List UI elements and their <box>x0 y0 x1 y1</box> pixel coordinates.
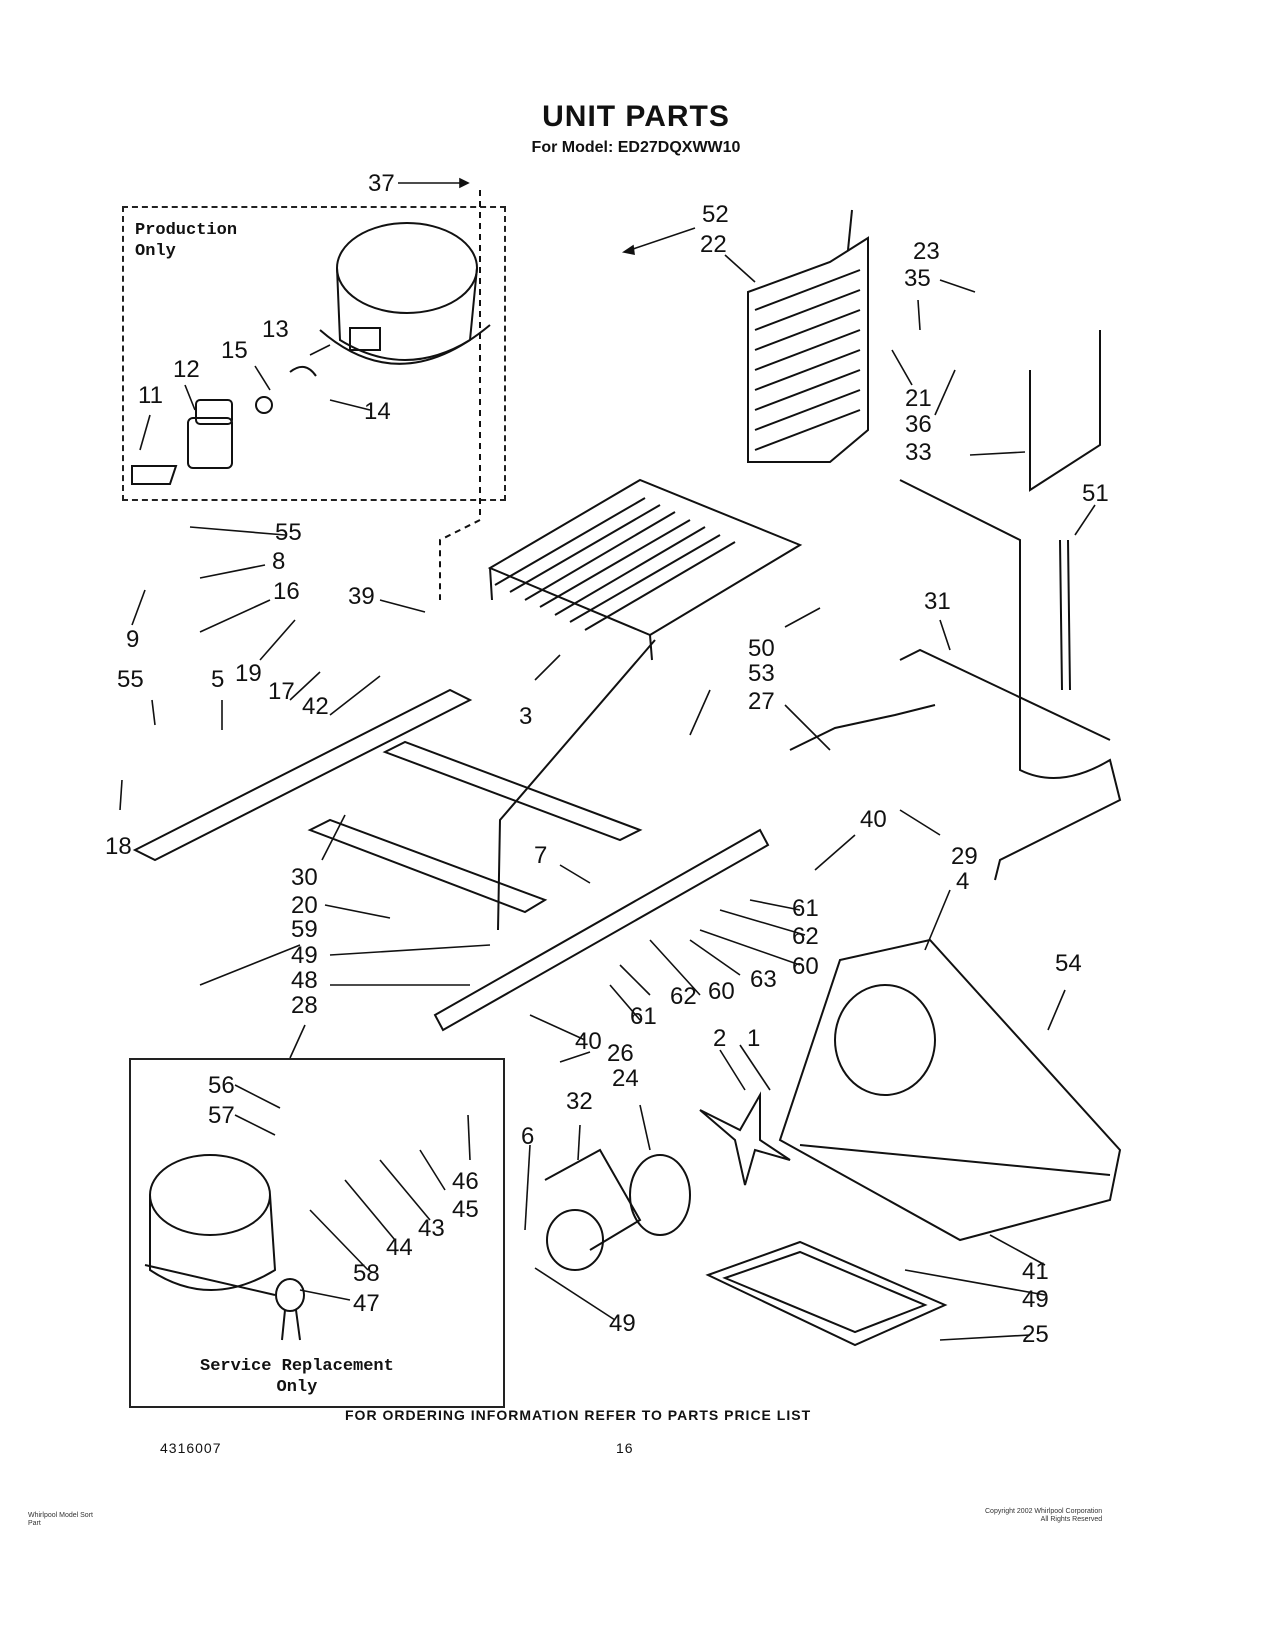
page-title: UNIT PARTS <box>542 100 730 133</box>
callout-13: 13 <box>262 316 289 343</box>
condenser-coil <box>747 209 869 463</box>
callout-45: 45 <box>452 1196 479 1223</box>
callout-55-bottom: 55 <box>117 666 144 693</box>
callout-3: 3 <box>519 703 533 730</box>
callout-29: 29 <box>951 843 978 870</box>
model-subtitle: For Model: ED27DQXWW10 <box>531 139 741 156</box>
callout-1: 1 <box>747 1025 761 1052</box>
callout-37: 37 <box>368 170 395 197</box>
compressor-service <box>144 1154 305 1341</box>
callout-55-top: 55 <box>275 519 302 546</box>
fan-assembly <box>544 1091 791 1271</box>
callout-11: 11 <box>138 382 163 409</box>
drain-tray <box>705 1240 948 1347</box>
callout-60-left: 60 <box>708 978 735 1005</box>
callout-39: 39 <box>348 583 375 610</box>
callout-27: 27 <box>748 688 775 715</box>
callout-7: 7 <box>534 842 548 869</box>
base-pan <box>778 938 1122 1242</box>
compressor-production <box>319 222 491 365</box>
page-number: 16 <box>616 1440 634 1456</box>
production-only-box <box>122 206 506 501</box>
callout-28: 28 <box>291 992 318 1019</box>
callout-62-left: 62 <box>670 983 697 1010</box>
callout-33: 33 <box>905 439 932 466</box>
callout-22: 22 <box>700 231 727 258</box>
callout-46: 46 <box>452 1168 479 1195</box>
callout-35: 35 <box>904 265 931 292</box>
ordering-note: FOR ORDERING INFORMATION REFER TO PARTS … <box>345 1407 812 1423</box>
callout-43: 43 <box>418 1215 445 1242</box>
callout-56: 56 <box>208 1072 235 1099</box>
callout-26: 26 <box>607 1040 634 1067</box>
callout-49-left: 49 <box>291 942 318 969</box>
callout-47: 47 <box>353 1290 380 1317</box>
callout-31: 31 <box>924 588 951 615</box>
callout-62-right: 62 <box>792 923 819 950</box>
callout-40-top: 40 <box>860 806 887 833</box>
callout-8-top: 8 <box>272 548 286 575</box>
callout-36: 36 <box>905 411 932 438</box>
callout-52: 52 <box>702 201 729 228</box>
callout-4: 4 <box>956 868 970 895</box>
callout-59: 59 <box>291 916 318 943</box>
callout-40-bottom: 40 <box>575 1028 602 1055</box>
callout-61-right: 61 <box>792 895 819 922</box>
evaporator-coil <box>487 478 803 661</box>
callout-2: 2 <box>713 1025 727 1052</box>
callout-15: 15 <box>221 337 248 364</box>
callout-18: 18 <box>105 833 132 860</box>
callout-21: 21 <box>905 385 932 412</box>
callout-23: 23 <box>913 238 940 265</box>
callout-16: 16 <box>273 578 300 605</box>
callout-51: 51 <box>1082 480 1109 507</box>
callout-60-right: 60 <box>792 953 819 980</box>
callout-57: 57 <box>208 1102 235 1129</box>
callout-30: 30 <box>291 864 318 891</box>
callout-49-right: 49 <box>1022 1286 1049 1313</box>
callout-25: 25 <box>1022 1321 1049 1348</box>
callout-12: 12 <box>173 356 200 383</box>
service-replacement-box <box>129 1058 505 1408</box>
fine-print-right: Copyright 2002 Whirlpool Corporation All… <box>985 1508 1103 1523</box>
callout-58: 58 <box>353 1260 380 1287</box>
callout-54: 54 <box>1055 950 1082 977</box>
callout-44: 44 <box>386 1234 413 1261</box>
callout-63: 63 <box>750 966 777 993</box>
callout-48: 48 <box>291 967 318 994</box>
service-replacement-label: Service Replacement Only <box>200 1357 394 1397</box>
callout-17: 17 <box>268 678 295 705</box>
callout-20: 20 <box>291 892 318 919</box>
callout-9: 9 <box>126 626 140 653</box>
document-number: 4316007 <box>160 1440 222 1456</box>
callout-61-left: 61 <box>630 1003 657 1030</box>
callout-41: 41 <box>1022 1258 1049 1285</box>
callout-5: 5 <box>211 666 225 693</box>
fine-print-left: Whirlpool Model Sort Part <box>28 1512 93 1527</box>
callout-49-bottom: 49 <box>609 1310 636 1337</box>
start-relay <box>131 365 317 485</box>
callout-53: 53 <box>748 660 775 687</box>
production-only-label: Production Only <box>135 221 238 261</box>
callout-19: 19 <box>235 660 262 687</box>
tubing <box>789 330 1122 881</box>
callout-24: 24 <box>612 1065 639 1092</box>
callout-32: 32 <box>566 1088 593 1115</box>
callout-14: 14 <box>364 398 391 425</box>
callout-42: 42 <box>302 693 329 720</box>
callout-6: 6 <box>521 1123 535 1150</box>
callout-50: 50 <box>748 635 775 662</box>
frame-rails <box>132 688 770 1032</box>
